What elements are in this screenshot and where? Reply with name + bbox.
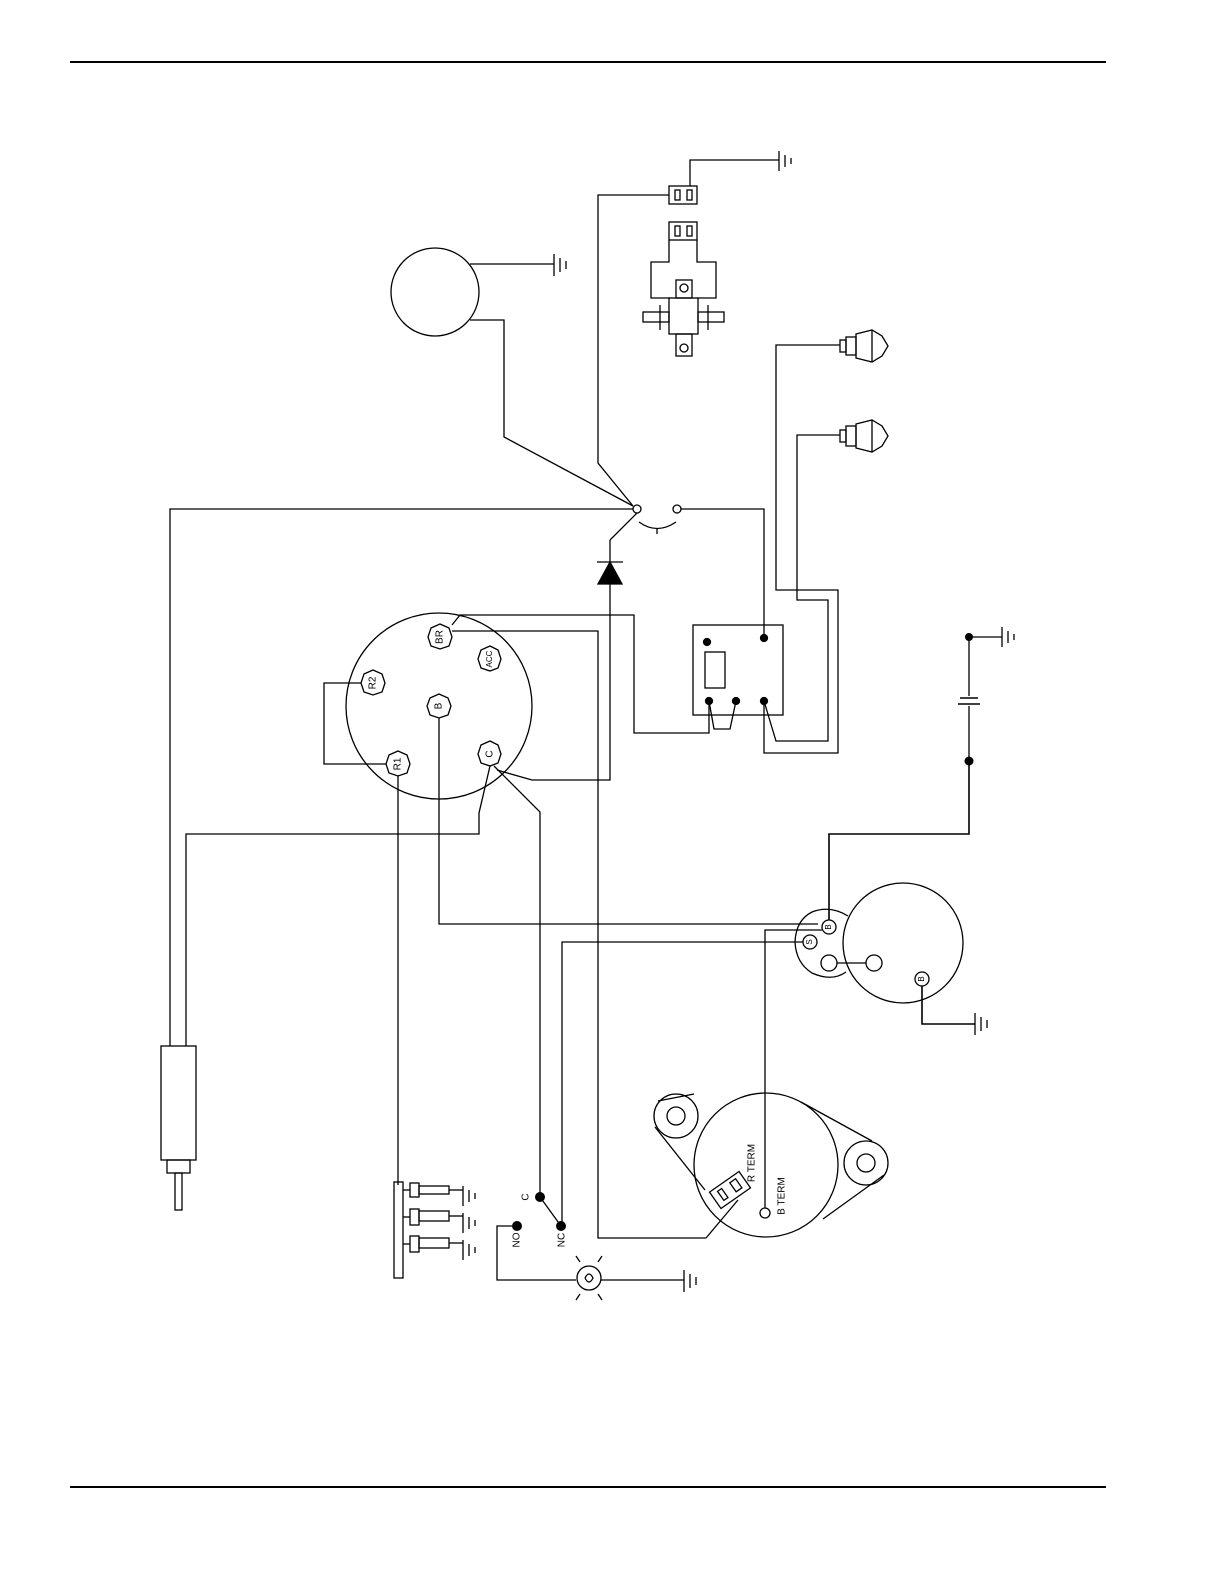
horn (391, 248, 554, 336)
svg-text:S: S (805, 939, 814, 944)
svg-text:R1: R1 (393, 757, 404, 770)
svg-text:B TERM: B TERM (777, 1177, 788, 1215)
terminal-br: BR (428, 624, 452, 649)
svg-text:B: B (434, 702, 445, 709)
ground-symbol-top-right (779, 151, 791, 171)
svg-text:R TERM: R TERM (747, 1144, 758, 1182)
alternator: R TERM B TERM (654, 1093, 888, 1237)
svg-text:B: B (824, 924, 833, 929)
sender-lower (797, 420, 888, 590)
ground-symbol-battery (1002, 627, 1014, 647)
svg-text:BR: BR (435, 630, 446, 644)
terminal-r2: R2 (361, 670, 385, 695)
svg-text:NC: NC (557, 1233, 568, 1247)
terminal-c: C (478, 741, 501, 766)
warning-lamp (576, 1256, 684, 1300)
svg-text:ACC: ACC (485, 650, 494, 667)
starter-motor: B S B (562, 761, 975, 1222)
svg-text:C: C (485, 750, 496, 757)
svg-text:NO: NO (512, 1232, 523, 1247)
terminal-r1: R1 (386, 751, 410, 776)
ground-symbol-horn (554, 254, 566, 276)
svg-text:B: B (917, 976, 926, 981)
harness-connector (161, 1046, 196, 1210)
glow-plugs (394, 1182, 475, 1278)
start-relay-contacts: C NO NC (497, 1192, 576, 1280)
ground-symbol-lamp (684, 1270, 696, 1292)
battery (958, 633, 1002, 766)
fuel-solenoid (643, 160, 779, 356)
ground-symbol-starter (975, 1013, 987, 1035)
terminal-acc: ACC (478, 646, 501, 671)
terminal-b: B (427, 694, 451, 718)
svg-text:R2: R2 (368, 676, 379, 689)
svg-text:C: C (521, 1193, 532, 1200)
diode (497, 540, 623, 780)
ignition-switch: BR ACC R2 B R1 C (186, 613, 818, 1238)
